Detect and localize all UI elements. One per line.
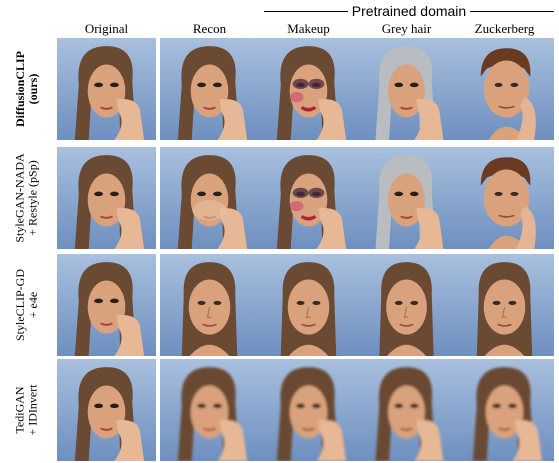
row-label-line2: + IDInvert — [26, 384, 40, 436]
column-header-recon: Recon — [192, 21, 227, 36]
image-diffusionclip-original — [57, 38, 156, 140]
image-diffusionclip-recon — [160, 38, 259, 140]
column-header-grey-hair: Grey hair — [381, 21, 432, 36]
image-tedigan-original — [57, 359, 156, 461]
image-styleclipgd-grey-hair — [358, 254, 455, 356]
image-styleclipgd-recon — [160, 254, 259, 356]
row-label-line2: + e4e — [26, 291, 40, 319]
column-header-zuckerberg: Zuckerberg — [474, 21, 535, 36]
row-label-tedigan: TediGAN+ IDInvert — [13, 359, 40, 461]
column-header-makeup: Makeup — [287, 21, 330, 36]
pretrained-domain-header: Pretrained domain — [264, 3, 554, 19]
row-label-styleclipgd: StyleCLIP-GD+ e4e — [13, 254, 40, 356]
image-tedigan-zuckerberg — [455, 359, 554, 461]
row-label-line2: + Restyle (pSp) — [26, 160, 41, 236]
image-styleclipgd-zuckerberg — [455, 254, 554, 356]
row-label-line2: (ours) — [26, 73, 41, 105]
row-label-diffusionclip: DiffusionCLIP(ours) — [13, 38, 41, 140]
image-diffusionclip-makeup — [259, 38, 358, 140]
pretrained-domain-label: Pretrained domain — [347, 3, 471, 19]
image-styleganada-original — [57, 147, 156, 249]
image-styleganada-recon — [160, 147, 259, 249]
row-label-styleganada: StyleGAN-NADA+ Restyle (pSp) — [13, 147, 41, 249]
image-diffusionclip-grey-hair — [358, 38, 455, 140]
image-tedigan-recon — [160, 359, 259, 461]
image-styleclipgd-makeup — [259, 254, 358, 356]
image-styleganada-zuckerberg — [455, 147, 554, 249]
image-styleganada-grey-hair — [358, 147, 455, 249]
image-diffusionclip-zuckerberg — [455, 38, 554, 140]
image-styleclipgd-original — [57, 254, 156, 356]
image-tedigan-grey-hair — [358, 359, 455, 461]
image-styleganada-makeup — [259, 147, 358, 249]
image-tedigan-makeup — [259, 359, 358, 461]
column-header-original: Original — [84, 21, 129, 36]
